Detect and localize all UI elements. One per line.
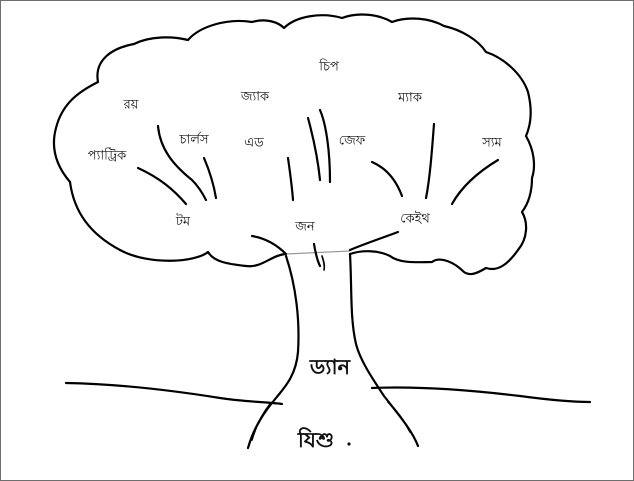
label-charles: চার্লস	[178, 132, 208, 148]
trunk-left-edge	[246, 254, 300, 450]
label-tom: টম	[175, 214, 191, 230]
trunk-right-edge	[348, 252, 420, 448]
label-trunk: ড্যান	[309, 355, 352, 379]
label-ray: রয়	[123, 98, 139, 113]
canopy-base-line	[285, 250, 351, 255]
label-chip: চিপ	[318, 59, 339, 75]
label-jeff: জেফ	[339, 134, 366, 149]
root-right	[387, 401, 411, 433]
branch-tom-down	[250, 234, 288, 256]
branch-patrick-tom	[136, 166, 188, 206]
branch-keith-down	[348, 230, 400, 252]
label-sam: স্যম	[481, 136, 502, 151]
tree-canopy	[52, 13, 536, 276]
ground-line-left	[64, 381, 284, 406]
branch-charles-tom	[202, 156, 218, 200]
branch-jack-john-1	[306, 116, 322, 182]
branch-mac-keith	[424, 122, 436, 200]
label-mac: ম্যাক	[397, 91, 423, 106]
branch-ed-john	[286, 156, 295, 202]
branch-sam-keith	[450, 158, 500, 206]
label-jack: জ্যাক	[240, 90, 270, 105]
label-roots: যিশু	[297, 427, 334, 452]
label-keith: কেইথ	[400, 211, 430, 227]
branch-ray-tom	[156, 124, 208, 202]
branch-jack-john-2	[318, 108, 332, 184]
root-left	[251, 403, 271, 441]
trunk-center-mark	[321, 255, 326, 271]
branch-john-down	[312, 242, 322, 268]
label-patrick: প্যাট্রিক	[88, 148, 127, 164]
label-ed: এড	[244, 136, 264, 151]
branch-jeff-keith	[370, 160, 404, 198]
ground-line-right	[370, 386, 592, 404]
roots-dot	[347, 442, 351, 446]
label-john: জন	[294, 220, 315, 235]
